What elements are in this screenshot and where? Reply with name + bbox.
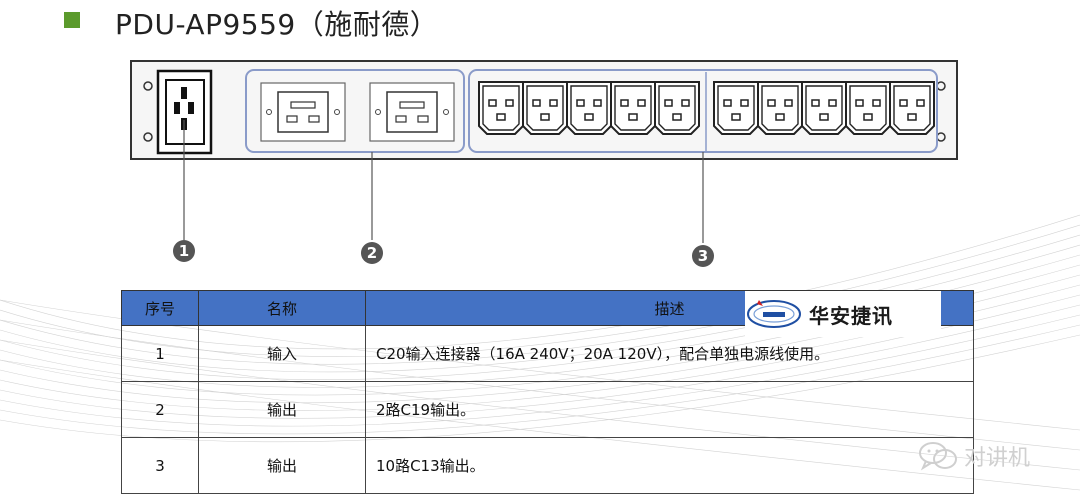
c13-outlet (566, 81, 612, 135)
c19-outlet (369, 82, 455, 142)
svg-text:3: 3 (698, 247, 708, 265)
chat-bubble-icon (919, 442, 957, 471)
page-title: PDU-AP9559（施耐德） (115, 8, 439, 41)
row-index: 2 (121, 381, 199, 438)
c19-group-outline (245, 69, 465, 153)
row-description: 10路C13输出。 (365, 437, 974, 494)
callout-1: 1 (173, 240, 195, 262)
c13-outlet (654, 81, 700, 135)
c13-outlet (801, 81, 847, 135)
c13-outlet (713, 81, 759, 135)
row-name: 输入 (198, 325, 366, 382)
logo-text: 华安捷讯 (809, 303, 893, 328)
c13-outlet (522, 81, 568, 135)
row-index: 3 (121, 437, 199, 494)
c13-outlet (610, 81, 656, 135)
logo-emblem-icon (747, 300, 801, 328)
c13-outlet (889, 81, 935, 135)
row-description: C20输入连接器（16A 240V；20A 120V），配合单独电源线使用。 (365, 325, 974, 382)
c13-outlet (478, 81, 524, 135)
table-row: 2 输出 2路C19输出。 (121, 381, 974, 438)
pdu-diagram: 1 2 3 (130, 60, 958, 267)
header-name: 名称 (198, 290, 366, 326)
header-index: 序号 (121, 290, 199, 326)
c13-outlet (845, 81, 891, 135)
company-logo: 华安捷讯 (745, 291, 941, 337)
c19-outlet (260, 82, 346, 142)
spec-table: 序号 名称 描述 1 输入 C20输入连接器（16A 240V；20A 120V… (121, 290, 974, 494)
table-row: 1 输入 C20输入连接器（16A 240V；20A 120V），配合单独电源线… (121, 325, 974, 382)
title-bullet (64, 12, 80, 28)
callout-2: 2 (361, 242, 383, 264)
row-name: 输出 (198, 381, 366, 438)
watermark: 对讲机 (918, 440, 1030, 472)
table-row: 3 输出 10路C13输出。 (121, 437, 974, 494)
row-description: 2路C19输出。 (365, 381, 974, 438)
svg-text:2: 2 (367, 244, 377, 262)
row-index: 1 (121, 325, 199, 382)
callout-3: 3 (692, 245, 714, 267)
watermark-text: 对讲机 (964, 446, 1031, 471)
row-name: 输出 (198, 437, 366, 494)
svg-text:1: 1 (179, 242, 189, 260)
c13-outlet (757, 81, 803, 135)
